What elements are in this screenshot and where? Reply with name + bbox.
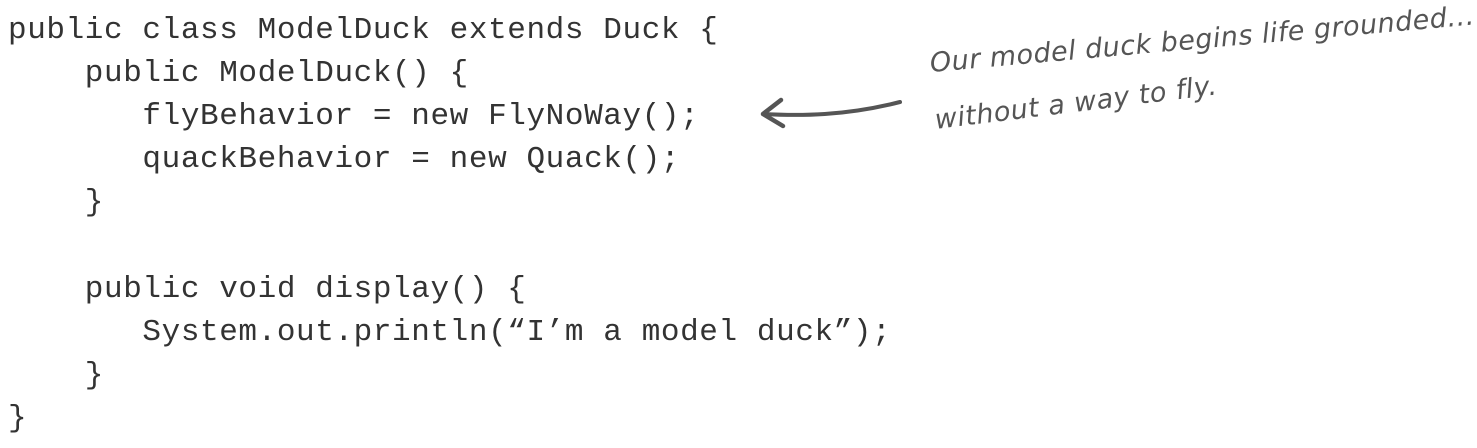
left-arrow-icon <box>760 97 902 129</box>
code-line-8: System.out.println(“I’m a model duck”); <box>8 315 892 350</box>
code-listing: public class ModelDuck extends Duck { pu… <box>8 13 892 436</box>
code-line-3: flyBehavior = new FlyNoWay(); <box>8 99 700 134</box>
code-line-1: public class ModelDuck extends Duck { <box>8 13 719 48</box>
code-line-7: public void display() { <box>8 272 527 307</box>
code-line-9: } <box>8 358 105 393</box>
annotation-line-1: Our model duck begins life grounded... <box>928 0 1476 79</box>
code-line-10: } <box>8 401 28 436</box>
code-line-5: } <box>8 185 105 220</box>
code-line-4: quackBehavior = new Quack(); <box>8 142 681 177</box>
handwritten-annotation: Our model duck begins life grounded... w… <box>755 0 1477 200</box>
annotation-line-2: without a way to fly. <box>933 70 1219 136</box>
code-line-2: public ModelDuck() { <box>8 56 469 91</box>
